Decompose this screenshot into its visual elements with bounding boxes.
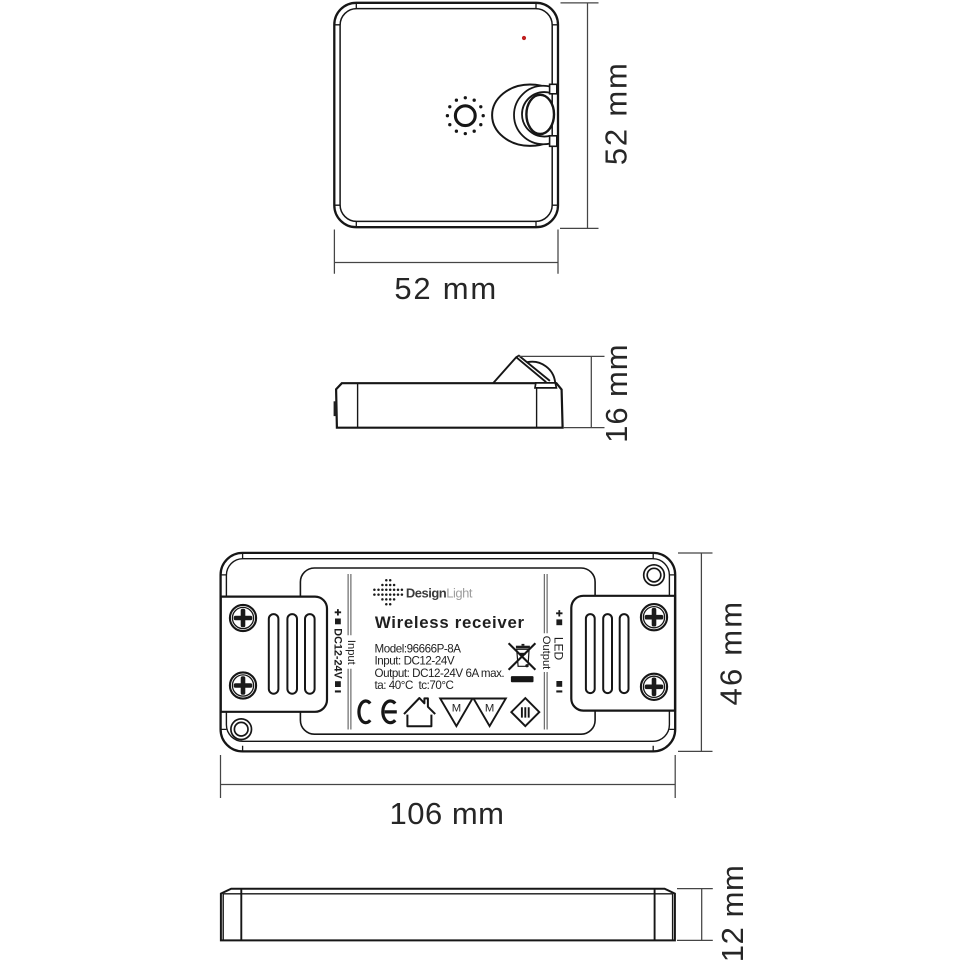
svg-text:12 mm: 12 mm [715, 865, 750, 962]
svg-text:Output: DC12-24V 6A max.: Output: DC12-24V 6A max. [375, 667, 505, 680]
svg-text:Wireless receiver: Wireless receiver [375, 613, 525, 632]
svg-text:DesignLight: DesignLight [406, 586, 473, 601]
svg-text:Input: DC12-24V: Input: DC12-24V [375, 655, 455, 668]
svg-text:M: M [485, 702, 494, 714]
svg-text:M: M [452, 702, 461, 714]
svg-text:LED: LED [552, 637, 566, 661]
svg-text:Output: Output [540, 636, 552, 670]
svg-text:16 mm: 16 mm [599, 344, 634, 443]
svg-text:Input: Input [345, 640, 357, 666]
svg-text:106 mm: 106 mm [390, 796, 505, 831]
svg-text:46 mm: 46 mm [714, 600, 749, 706]
svg-text:DC12-24V: DC12-24V [331, 628, 343, 679]
svg-text:52 mm: 52 mm [394, 271, 498, 306]
svg-text:ta: 40°C tc:70°C: ta: 40°C tc:70°C [375, 679, 454, 692]
svg-text:52 mm: 52 mm [599, 61, 634, 165]
svg-text:Model:96666P-8A: Model:96666P-8A [375, 642, 462, 655]
